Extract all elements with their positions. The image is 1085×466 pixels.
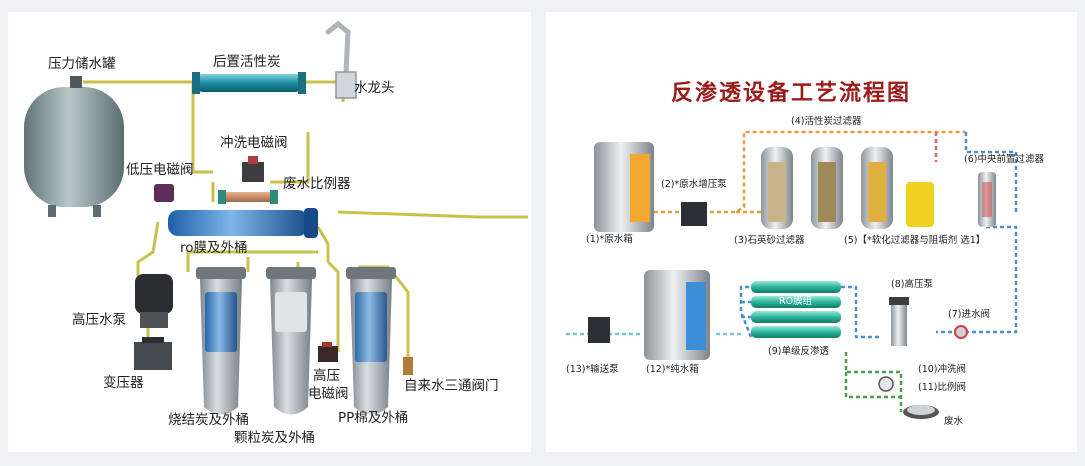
high-pressure-pump — [889, 297, 909, 346]
label-waste-ratio: 废水比例器 — [283, 176, 351, 192]
raw-water-tank — [594, 142, 654, 232]
flush-solenoid-valve — [242, 156, 264, 182]
label-hp-pump: (8)高压泵 — [891, 278, 933, 290]
faucet — [325, 20, 357, 99]
quartz-sand-filter — [761, 147, 793, 229]
label-inlet-valve: 自来水三通阀门 — [404, 378, 499, 394]
label-inlet-valve: (7)进水阀 — [948, 308, 990, 320]
post-carbon-filter — [192, 72, 306, 94]
ro-membrane-housing — [168, 208, 318, 238]
central-pre-filter — [978, 172, 996, 227]
label-low-pressure-valve: 低压电磁阀 — [126, 162, 194, 178]
label-ro-group: RO膜组 — [779, 295, 813, 307]
label-hp-valve-1: 高压 — [313, 367, 340, 384]
label-carbon: (4)活性炭过滤器 — [791, 115, 862, 127]
softener-filter — [861, 147, 893, 229]
ro-membrane-group — [751, 281, 841, 338]
label-ratio-valve: (11)比例阀 — [918, 381, 966, 393]
label-single-ro: (9)单级反渗透 — [768, 345, 829, 357]
waste-drain — [903, 405, 939, 419]
filter-canister-pp — [346, 267, 396, 415]
label-ro-membrane: ro膜及外桶 — [180, 240, 248, 256]
label-pre-filter: (6)中央前置过滤器 — [964, 153, 1044, 165]
transformer — [134, 337, 172, 370]
label-pure-tank: (12)*纯水箱 — [646, 363, 699, 375]
label-quartz: (3)石英砂过滤器 — [734, 234, 805, 246]
high-pressure-pump — [135, 274, 173, 328]
pressure-tank — [24, 76, 124, 217]
label-flush-valve: 冲洗电磁阀 — [220, 135, 288, 151]
label-pump: 高压水泵 — [72, 311, 126, 328]
hp-solenoid-valve — [318, 342, 338, 362]
raw-booster-pump — [681, 202, 707, 226]
filter-canister-sinter — [196, 267, 246, 415]
industrial-ro-flowchart: 反渗透设备工艺流程图 — [546, 12, 1077, 452]
flowchart-title: 反渗透设备工艺流程图 — [671, 80, 911, 106]
label-pp-cotton: PP棉及外桶 — [338, 410, 408, 426]
label-raw-tank: (1)*原水箱 — [586, 233, 633, 245]
label-faucet: 水龙头 — [354, 80, 395, 96]
filter-canister-granular — [266, 267, 316, 415]
household-ro-diagram: 压力储水罐 后置活性炭 水龙头 冲洗电磁阀 低压电磁阀 废水比例器 ro膜及外桶… — [8, 12, 531, 452]
label-waste: 废水 — [944, 415, 964, 427]
label-softener: (5)【*软化过滤器与阻垢剂 选1】 — [844, 234, 985, 246]
label-transformer: 变压器 — [103, 375, 144, 391]
flush-valve — [878, 376, 894, 392]
label-booster-pump: (2)*原水增压泵 — [661, 178, 727, 190]
inlet-three-way-valve — [403, 357, 413, 375]
label-hp-valve-2: 电磁阀 — [308, 386, 349, 402]
label-pressure-tank: 压力储水罐 — [48, 56, 116, 72]
industrial-ro-svg: 反渗透设备工艺流程图 — [566, 80, 1044, 427]
antiscalant-tank — [906, 182, 934, 227]
household-ro-svg: 压力储水罐 后置活性炭 水龙头 冲洗电磁阀 低压电磁阀 废水比例器 ro膜及外桶… — [24, 20, 528, 446]
low-pressure-solenoid — [154, 184, 174, 202]
label-granular-carbon: 颗粒炭及外桶 — [234, 430, 315, 446]
waste-ratio-tube — [218, 190, 278, 204]
label-flush-valve: (10)冲洗阀 — [918, 363, 966, 375]
inlet-valve — [954, 325, 968, 339]
label-transfer-pump: (13)*输送泵 — [566, 363, 619, 375]
pure-water-tank — [644, 270, 710, 360]
label-post-carbon: 后置活性炭 — [213, 54, 281, 70]
transfer-pump — [588, 317, 610, 343]
label-sinter-carbon: 烧结炭及外桶 — [168, 412, 249, 428]
activated-carbon-filter — [811, 147, 843, 229]
